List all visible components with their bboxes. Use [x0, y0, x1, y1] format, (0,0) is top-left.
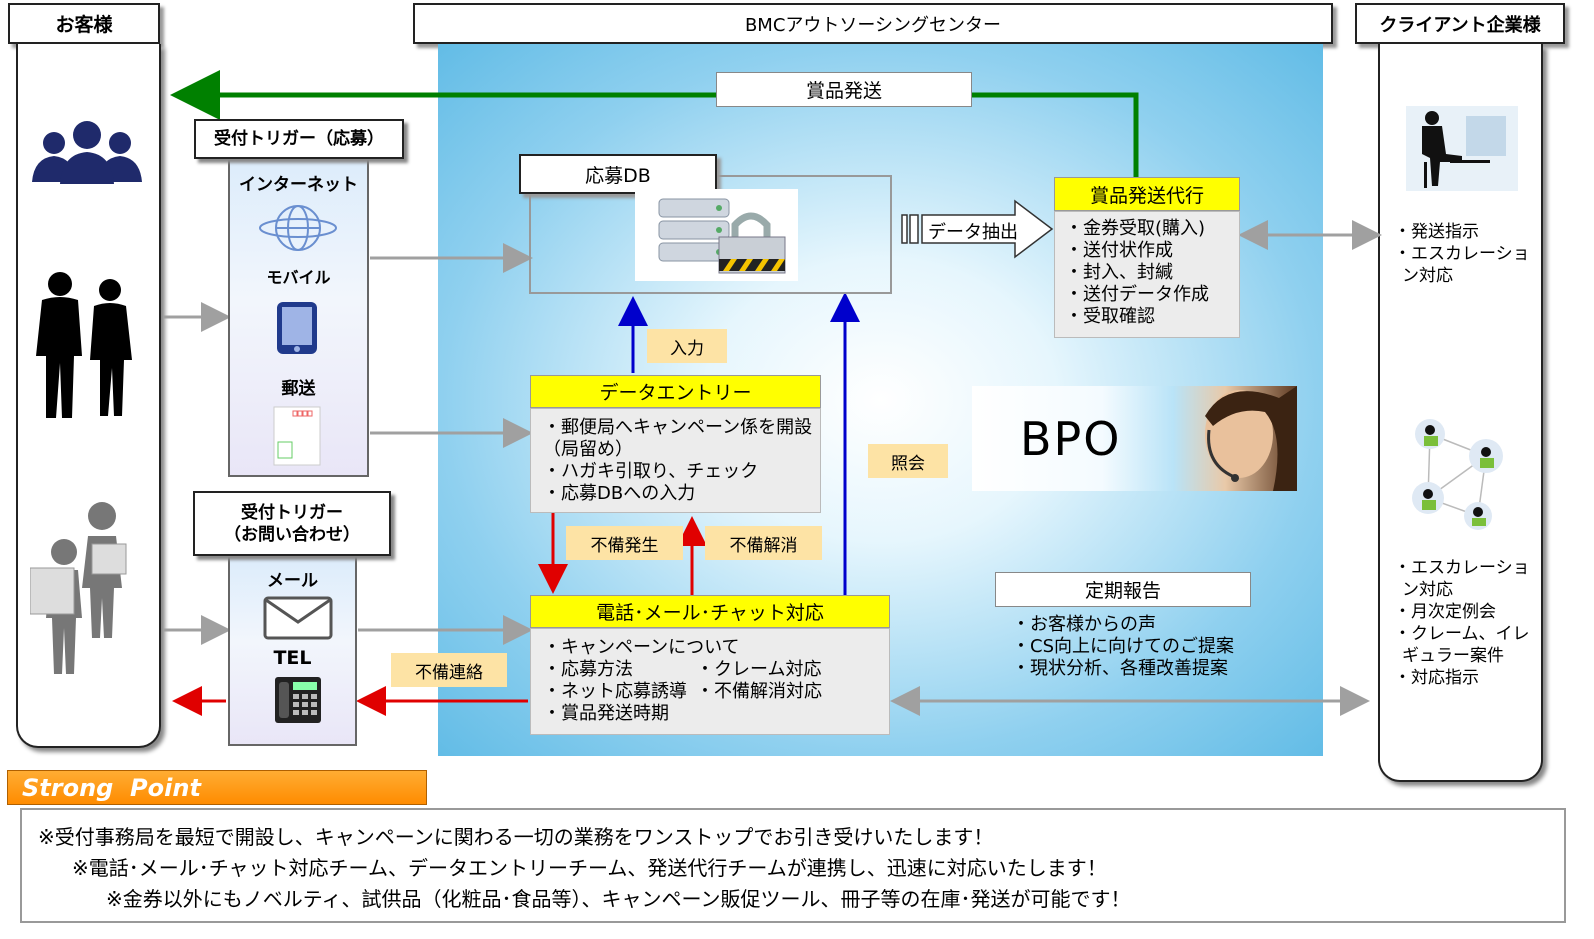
strong-point-line: ※金券以外にもノベルティ、試供品（化粧品･食品等）、キャンペーン販促ツール、冊子… [106, 887, 1131, 911]
tag-input: 入力 [647, 329, 727, 363]
internet-label: インターネット [239, 175, 358, 195]
call-center-item: ・賞品発送時期 [543, 703, 669, 724]
smartphone-icon [277, 302, 317, 354]
trigger-apply-title: 受付トリガー（応募） [194, 119, 404, 159]
header-customer: お客様 [8, 3, 160, 44]
envelope-icon [263, 596, 333, 640]
client-tasks-top: ・発送指示 ・エスカレーショ ン対応 [1394, 221, 1544, 287]
call-center-list: ・キャンペーンについて ・応募方法 ・ネット応募誘導 ・賞品発送時期 ・クレーム… [530, 628, 890, 735]
tag-defect-contact: 不備連絡 [391, 653, 507, 687]
prize-agent-item: ・金券受取(購入) [1065, 218, 1206, 239]
call-center-item: ・応募方法 [543, 659, 633, 680]
db-title: 応募DB [519, 154, 717, 194]
prize-shipping-label: 賞品発送 [716, 72, 972, 107]
client-task-item: ・クレーム、イレ [1394, 624, 1530, 644]
prize-agent-item: ・受取確認 [1065, 306, 1155, 327]
strong-point-line: ※電話･メール･チャット対応チーム、データエントリーチーム、発送代行チームが連携… [72, 856, 1107, 880]
strong-point-line: ※受付事務局を最短で開設し、キャンペーンに関わる一切の業務をワンストップでお引き… [38, 825, 994, 849]
data-entry-item: ・ハガキ引取り、チェック [543, 461, 759, 482]
report-item: ・お客様からの声 [1012, 614, 1156, 635]
client-task-item: ・対応指示 [1394, 668, 1479, 688]
globe-icon [259, 205, 337, 251]
mobile-label: モバイル [266, 268, 331, 287]
reading-people-icon [30, 502, 127, 674]
couple-silhouette-icon [36, 272, 132, 418]
header-client: クライアント企業様 [1355, 3, 1565, 44]
call-center-intro: ・キャンペーンについて [543, 637, 740, 658]
tag-defect-resolve: 不備解消 [705, 526, 822, 560]
post-label: 郵送 [281, 379, 316, 399]
data-entry-item: （局留め） [543, 439, 633, 460]
client-task-item: ・エスカレーショ [1394, 244, 1530, 264]
prize-shipping-arrow [170, 70, 1139, 178]
client-task-item: ・発送指示 [1394, 222, 1479, 242]
postcard-icon [273, 406, 321, 466]
call-center-item: ・ネット応募誘導 [543, 681, 687, 702]
trigger-inquiry-title-line1: 受付トリガー [241, 502, 343, 523]
client-task-item: ・月次定例会 [1394, 602, 1496, 622]
prize-agent-item: ・送付データ作成 [1065, 284, 1209, 305]
call-center-item: ・不備解消対応 [696, 681, 822, 702]
trigger-inquiry-title-line2: （お問い合わせ） [224, 524, 360, 545]
client-tasks-bottom: ・エスカレーショ ン対応 ・月次定例会 ・クレーム、イレ ギュラー案件 ・対応指… [1394, 557, 1544, 689]
prize-agent-list: ・金券受取(購入) ・送付状作成 ・封入、封緘 ・送付データ作成 ・受取確認 [1054, 211, 1240, 338]
database-lock-icon [658, 198, 786, 274]
call-center-item: ・クレーム対応 [696, 659, 822, 680]
data-extract-label: データ抽出 [928, 222, 1018, 243]
call-center-left: ・応募方法 ・ネット応募誘導 ・賞品発送時期 [543, 659, 696, 725]
data-entry-list: ・郵便局へキャンペーン係を開設 （局留め） ・ハガキ引取り、チェック ・応募DB… [530, 408, 821, 513]
call-center-right: ・クレーム対応 ・不備解消対応 [696, 659, 822, 725]
report-list: ・お客様からの声 ・CS向上に向けてのご提案 ・現状分析、各種改善提案 [1012, 614, 1272, 680]
client-task-item: ・エスカレーショ [1394, 558, 1530, 578]
report-item: ・現状分析、各種改善提案 [1012, 658, 1228, 679]
header-center: BMCアウトソーシングセンター [413, 3, 1333, 44]
headset-operator-icon [1205, 386, 1297, 491]
client-task-item: ギュラー案件 [1402, 646, 1504, 666]
trigger-inquiry-title: 受付トリガー （お問い合わせ） [193, 491, 391, 556]
businessman-icon [1406, 106, 1518, 191]
data-extract-arrow [901, 199, 1054, 259]
client-task-item: ン対応 [1402, 580, 1453, 600]
telephone-icon [275, 677, 321, 723]
network-people-icon [1412, 419, 1503, 530]
tag-defect-occur: 不備発生 [566, 526, 683, 560]
strong-point-label: Strong Point [7, 770, 427, 805]
report-item: ・CS向上に向けてのご提案 [1012, 636, 1234, 657]
prize-agent-item: ・封入、封緘 [1065, 262, 1173, 283]
call-center-columns: ・応募方法 ・ネット応募誘導 ・賞品発送時期 ・クレーム対応 ・不備解消対応 [543, 659, 877, 725]
tag-inquiry: 照会 [868, 444, 948, 478]
report-title: 定期報告 [995, 572, 1251, 607]
strong-point-box: ※受付事務局を最短で開設し、キャンペーンに関わる一切の業務をワンストップでお引き… [20, 808, 1566, 923]
data-entry-item: ・郵便局へキャンペーン係を開設 [543, 417, 813, 438]
prize-agent-item: ・送付状作成 [1065, 240, 1173, 261]
client-task-item: ン対応 [1402, 266, 1453, 286]
bpo-label: BPO [1020, 412, 1122, 466]
people-group-icon [32, 121, 142, 184]
mail-label: メール [267, 571, 318, 591]
bpo-banner: BPO [972, 386, 1297, 491]
data-entry-item: ・応募DBへの入力 [543, 483, 696, 504]
data-entry-title: データエントリー [530, 375, 821, 408]
db-image [635, 189, 798, 281]
tel-label: TEL [273, 647, 312, 669]
call-center-title: 電話･メール･チャット対応 [530, 595, 890, 628]
prize-agent-title: 賞品発送代行 [1054, 177, 1240, 211]
